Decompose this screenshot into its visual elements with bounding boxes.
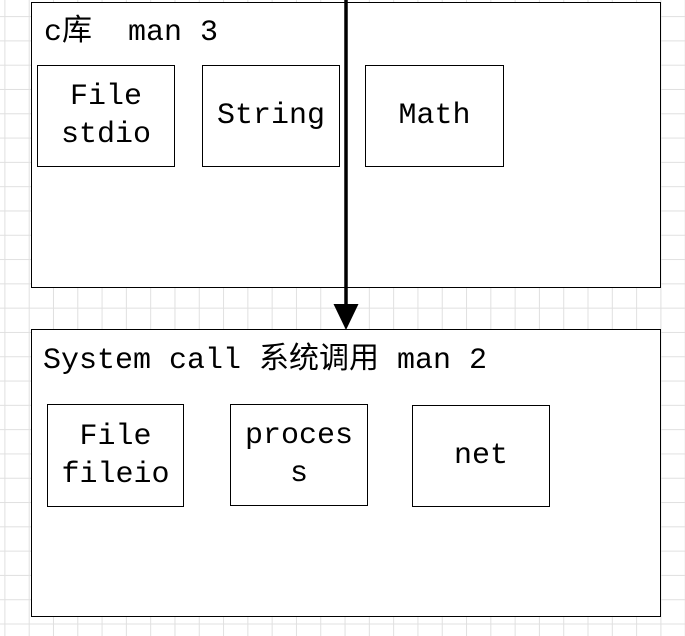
group-system-call[interactable]: System call 系统调用 man 2 File fileio proce… <box>31 329 661 617</box>
node-string[interactable]: String <box>202 65 340 167</box>
node-net-label: net <box>453 439 508 473</box>
node-process-label-line2: s <box>289 457 308 491</box>
node-file-fileio-label-line1: File <box>79 419 152 454</box>
node-math[interactable]: Math <box>365 65 504 167</box>
group-c-library[interactable]: c库 man 3 File stdio String Math <box>31 2 661 288</box>
node-net[interactable]: net <box>412 405 550 507</box>
node-string-label: String <box>216 99 326 133</box>
node-process-label-line1: proces <box>244 419 354 453</box>
node-file-fileio-label-line2: fileio <box>61 457 170 492</box>
group-c-library-title: c库 man 3 <box>44 16 219 50</box>
group-system-call-title: System call 系统调用 man 2 <box>43 344 488 378</box>
node-file-stdio[interactable]: File stdio <box>37 65 175 167</box>
node-math-label: Math <box>398 99 471 133</box>
connector-arrowhead-icon <box>333 304 359 330</box>
node-process[interactable]: proces s <box>230 404 368 506</box>
node-file-stdio-label-line1: File <box>69 80 142 114</box>
node-file-fileio[interactable]: File fileio <box>47 404 184 507</box>
node-file-stdio-label-line2: stdio <box>60 118 151 152</box>
